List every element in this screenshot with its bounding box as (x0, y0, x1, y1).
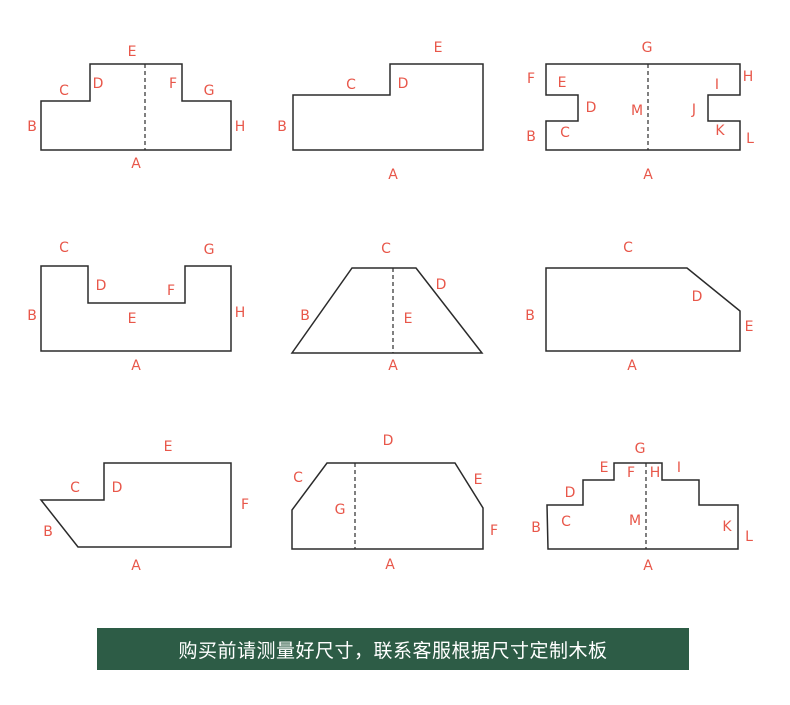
shape-8-label-g: G (335, 502, 346, 518)
shape-2-label-d: D (398, 76, 409, 92)
shape-3-label-k: K (715, 123, 725, 139)
shape-3-label-i: I (715, 77, 719, 93)
shape-9-label-i: I (677, 460, 681, 476)
shape-3-label-m: M (631, 103, 643, 119)
shape-1-outline (40, 63, 232, 151)
shape-3-label-a: A (643, 167, 653, 183)
shape-9-label-l: L (745, 529, 753, 545)
shape-4-label-c: C (59, 240, 69, 256)
shape-3-outline (545, 63, 741, 151)
shape-4-label-h: H (235, 305, 246, 321)
shape-3-label-h: H (743, 69, 754, 85)
shape-5-label-a: A (388, 358, 398, 374)
banner: 购买前请测量好尺寸，联系客服根据尺寸定制木板 (97, 628, 689, 670)
shape-1-label-h: H (235, 119, 246, 135)
shape-1-group: A B C D E F G H (27, 44, 245, 172)
shape-9-outline (546, 462, 739, 550)
shape-1-label-a: A (131, 156, 141, 172)
shape-9-label-h: H (650, 465, 661, 481)
shape-5-outline (290, 267, 484, 354)
shape-3-label-e: E (558, 75, 567, 91)
shape-9-label-d: D (565, 485, 576, 501)
shape-7-label-e: E (164, 439, 173, 455)
shape-6-label-b: B (525, 308, 535, 324)
shape-6-label-e: E (745, 319, 754, 335)
shape-4-group: A B C D E F G H (27, 240, 245, 374)
shape-4-label-f: F (167, 283, 175, 299)
shape-7-label-b: B (43, 524, 53, 540)
shape-5-label-d: D (436, 277, 447, 293)
shape-1-label-e: E (128, 44, 137, 60)
shape-5-label-c: C (381, 241, 391, 257)
shape-9-label-k: K (722, 519, 732, 535)
shape-4-label-a: A (131, 358, 141, 374)
shape-3-label-b: B (526, 129, 536, 145)
shape-9-label-a: A (643, 558, 653, 574)
shape-8-outline (291, 462, 484, 550)
shape-2-label-c: C (346, 77, 356, 93)
shape-3-group: A B CD E F G H I J K L M (526, 40, 754, 183)
shape-8-label-e: E (474, 472, 483, 488)
shape-7-label-a: A (131, 558, 141, 574)
shape-2-label-b: B (277, 119, 287, 135)
shape-5-label-b: B (300, 308, 310, 324)
shape-2-label-a: A (388, 167, 398, 183)
shape-4-label-e: E (128, 311, 137, 327)
shape-6-label-c: C (623, 240, 633, 256)
shape-3-label-d: D (586, 100, 597, 116)
shape-9-label-m: M (629, 513, 641, 529)
shape-5-group: A B C D E (290, 241, 484, 374)
shape-1-label-b: B (27, 119, 37, 135)
shape-5-label-e: E (404, 311, 413, 327)
shape-3-label-f: F (527, 71, 535, 87)
shape-2-label-e: E (434, 40, 443, 56)
shape-7-group: A B C D E F (39, 439, 249, 574)
shape-3-label-c: C (560, 125, 570, 141)
shape-6-outline (545, 267, 741, 352)
shape-4-label-b: B (27, 308, 37, 324)
shape-8-label-f: F (490, 523, 498, 539)
shape-9-label-g: G (635, 441, 646, 457)
shape-1-label-f: F (169, 76, 177, 92)
shape-1-label-g: G (204, 83, 215, 99)
shape-3-label-g: G (642, 40, 653, 56)
shape-8-label-d: D (383, 433, 394, 449)
shape-7-label-f: F (241, 497, 249, 513)
shape-7-label-d: D (112, 480, 123, 496)
shape-9-label-e: E (600, 460, 609, 476)
shape-3-label-j: J (691, 102, 696, 118)
shape-9-label-f: F (627, 465, 635, 481)
shape-6-label-d: D (692, 289, 703, 305)
shape-6-group: A B C D E (525, 240, 753, 374)
shape-2-group: A B C D E (277, 40, 484, 183)
banner-text: 购买前请测量好尺寸，联系客服根据尺寸定制木板 (178, 639, 608, 662)
shape-9-label-c: C (561, 514, 571, 530)
shape-1-label-c: C (59, 83, 69, 99)
shape-8-label-c: C (293, 470, 303, 486)
shape-1-label-d: D (93, 76, 104, 92)
shape-2-outline (292, 63, 484, 151)
shape-3-label-l: L (746, 131, 754, 147)
shape-7-label-c: C (70, 480, 80, 496)
shape-8-label-a: A (385, 557, 395, 573)
shape-4-label-g: G (204, 242, 215, 258)
shape-6-label-a: A (627, 358, 637, 374)
shape-7-outline (39, 462, 232, 548)
shape-4-label-d: D (96, 278, 107, 294)
shape-8-group: A C D E F G (291, 433, 498, 573)
shape-9-label-b: B (531, 520, 541, 536)
shape-4-outline (40, 265, 232, 352)
